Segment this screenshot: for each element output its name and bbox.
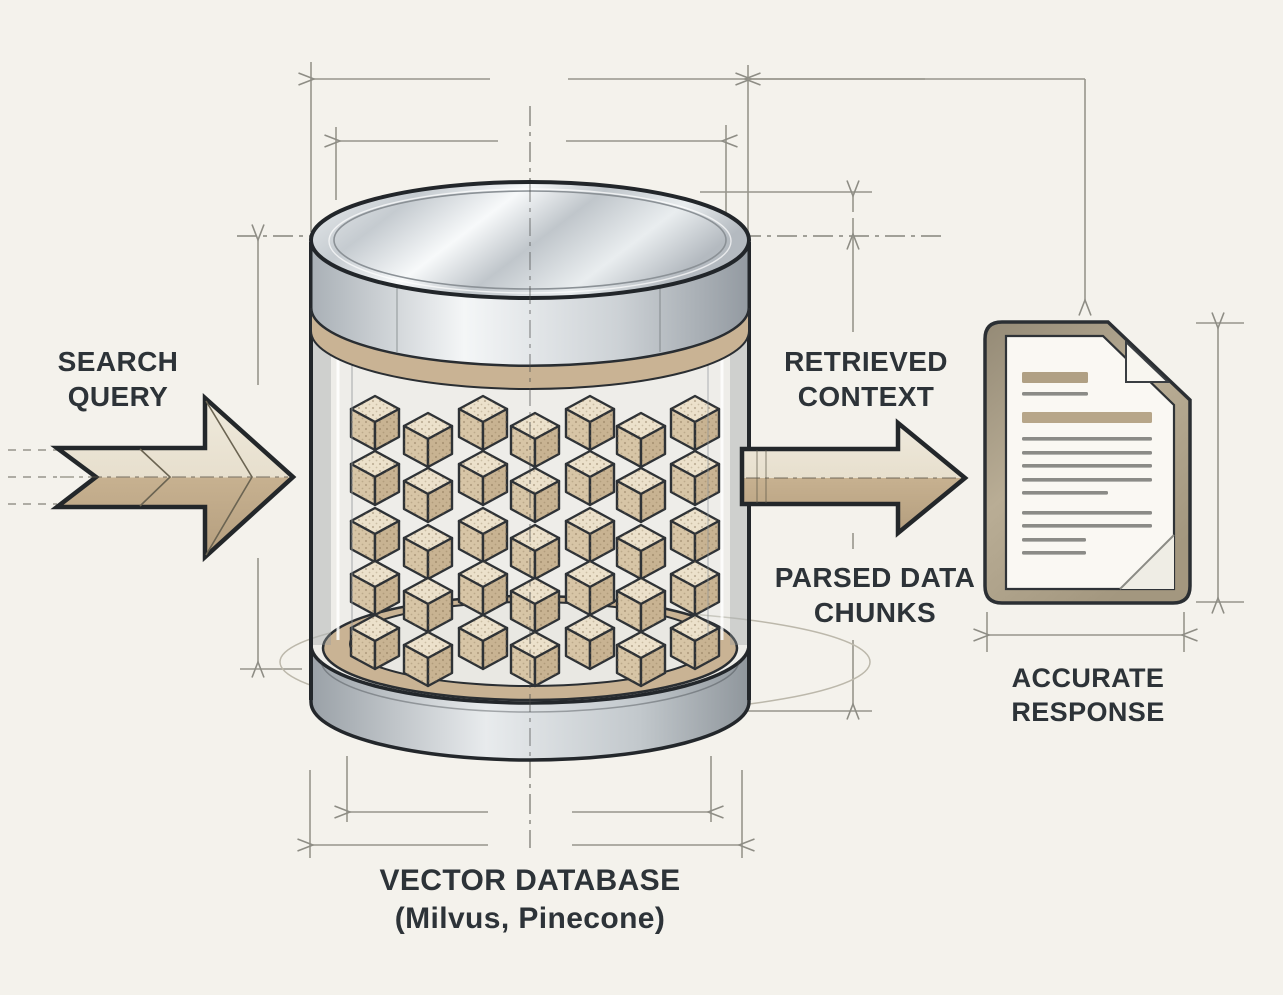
data-chunk-cube — [615, 576, 667, 634]
data-chunk-cube — [509, 576, 561, 634]
data-chunk-cube — [509, 630, 561, 688]
data-chunk-cube — [615, 630, 667, 688]
accurate-response-label: ACCURATE RESPONSE — [1011, 663, 1165, 728]
data-chunk-cube — [564, 506, 616, 564]
data-chunk-cube — [349, 613, 401, 671]
retrieved-context-arrow — [739, 418, 969, 538]
data-chunk-cube — [564, 613, 616, 671]
data-chunk-cube — [457, 559, 509, 617]
data-chunk-cube — [669, 613, 721, 671]
data-chunk-cube — [457, 394, 509, 452]
parsed-data-chunks-label: PARSED DATA CHUNKS — [774, 562, 976, 629]
document-text-lines — [1022, 372, 1152, 555]
data-chunk-cube — [669, 449, 721, 507]
data-chunk-cube — [349, 449, 401, 507]
data-chunk-cube — [615, 523, 667, 581]
data-chunk-cube — [402, 630, 454, 688]
folded-corner-top-icon — [1125, 339, 1171, 383]
data-chunk-cube — [615, 411, 667, 469]
data-chunk-cube — [349, 506, 401, 564]
data-chunk-cube — [669, 559, 721, 617]
retrieved-context-label: RETRIEVED CONTEXT — [784, 346, 948, 413]
data-chunk-cube — [349, 394, 401, 452]
metal-base — [309, 644, 751, 762]
accurate-response-document — [983, 320, 1192, 605]
data-chunk-cube — [402, 523, 454, 581]
data-chunk-cube — [669, 394, 721, 452]
lid-tan-band — [310, 307, 750, 390]
data-chunk-cube — [564, 449, 616, 507]
data-chunk-cube — [457, 506, 509, 564]
data-chunk-cube — [564, 394, 616, 452]
data-chunk-cube — [457, 449, 509, 507]
data-chunk-cube — [615, 466, 667, 524]
search-query-label: SEARCH QUERY — [57, 346, 179, 413]
data-chunk-cube — [457, 613, 509, 671]
vector-database-label: VECTOR DATABASE (Milvus, Pinecone) — [379, 864, 681, 935]
search-query-arrow — [50, 392, 297, 563]
data-chunk-cube — [669, 506, 721, 564]
data-chunk-cube — [564, 559, 616, 617]
data-chunk-cube — [509, 523, 561, 581]
data-chunk-cube — [402, 466, 454, 524]
data-chunk-cubes-grid — [349, 394, 721, 688]
data-chunk-cube — [509, 466, 561, 524]
data-chunk-cube — [402, 576, 454, 634]
vector-database-cylinder — [309, 180, 751, 762]
data-chunk-cube — [349, 559, 401, 617]
data-chunk-cube — [402, 411, 454, 469]
data-chunk-cube — [509, 411, 561, 469]
dimension-lines — [8, 62, 1244, 858]
